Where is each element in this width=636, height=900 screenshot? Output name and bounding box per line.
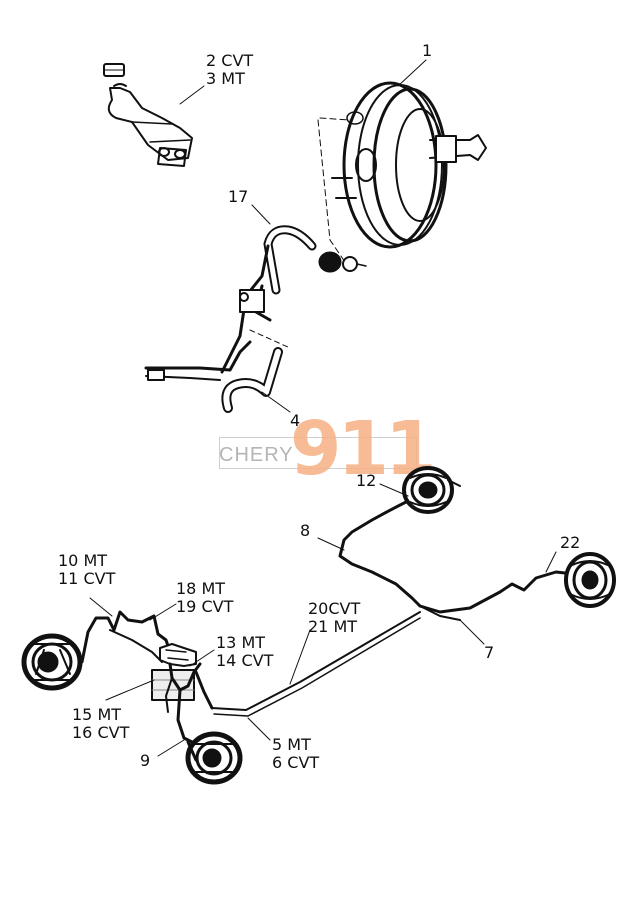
callout-line: 14 CVT [216, 651, 274, 670]
callout-20-21: 20CVT 21 MT [308, 600, 360, 636]
callout-line: 11 CVT [58, 569, 116, 588]
callout-8: 8 [300, 522, 310, 540]
rear-left-hub-22 [564, 552, 616, 608]
callout-line: 21 MT [308, 617, 358, 636]
callout-line: 2 CVT [206, 51, 254, 70]
vacuum-hose [144, 225, 317, 381]
callout-line: 20CVT [308, 599, 361, 618]
callout-18-19: 18 MT 19 CVT [176, 580, 233, 616]
callout-line: 16 CVT [72, 723, 130, 742]
vacuum-hose-lower [221, 347, 283, 413]
callout-line: 4 [290, 411, 301, 430]
callout-line: 5 MT [272, 735, 311, 754]
callout-line: 17 [228, 187, 249, 206]
callout-line: 9 [140, 751, 151, 770]
front-right-hub [185, 731, 243, 785]
callout-line: 19 CVT [176, 597, 234, 616]
front-left-hub [21, 633, 83, 691]
watermark-frame [219, 437, 417, 469]
callout-5-6: 5 MT 6 CVT [272, 736, 319, 772]
callout-line: 12 [356, 471, 377, 490]
callout-1: 1 [422, 42, 432, 60]
callout-7: 7 [484, 644, 494, 662]
front-left-lines [80, 610, 172, 664]
callout-line: 10 MT [58, 551, 108, 570]
callout-line: 1 [422, 41, 433, 60]
callout-12: 12 [356, 472, 376, 490]
callout-17: 17 [228, 188, 248, 206]
rear-brake-lines [338, 498, 576, 621]
callout-line: 8 [300, 521, 311, 540]
master-cylinder [103, 63, 193, 167]
callout-line: 22 [560, 533, 581, 552]
watermark-brand: CHERY [219, 444, 294, 466]
callout-line: 7 [484, 643, 495, 662]
callout-15-16: 15 MT 16 CVT [72, 706, 129, 742]
callout-line: 13 MT [216, 633, 266, 652]
callout-13-14: 13 MT 14 CVT [216, 634, 273, 670]
callout-22: 22 [560, 534, 580, 552]
callout-9: 9 [140, 752, 150, 770]
callout-line: 6 CVT [272, 753, 320, 772]
leader-lines [89, 59, 557, 757]
callout-4: 4 [290, 412, 300, 430]
callout-line: 18 MT [176, 579, 226, 598]
callout-line: 3 MT [206, 69, 245, 88]
callout-2-3: 2 CVT 3 MT [206, 52, 253, 88]
callout-line: 15 MT [72, 705, 122, 724]
abs-unit [151, 643, 214, 744]
brake-booster [317, 81, 487, 273]
long-brake-line [211, 611, 421, 717]
callout-10-11: 10 MT 11 CVT [58, 552, 115, 588]
rear-right-hub-12 [402, 466, 461, 514]
